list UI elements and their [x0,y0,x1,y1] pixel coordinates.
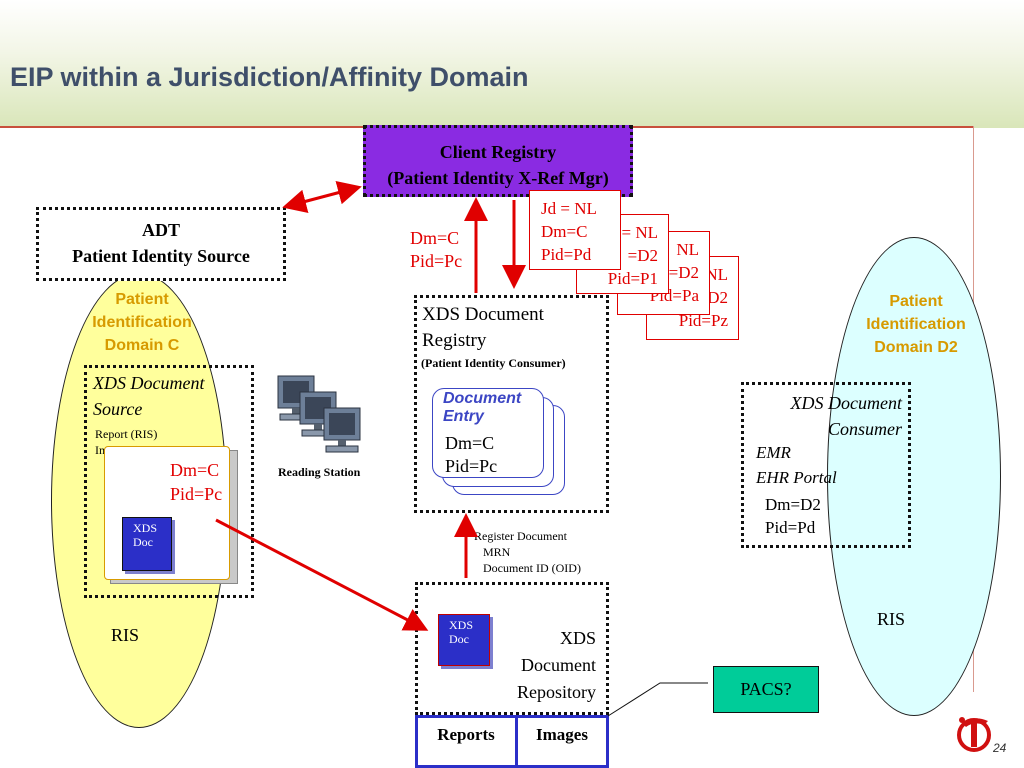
adt-box: ADT Patient Identity Source [36,207,286,281]
xds-repository-title: XDS Document Repository [486,625,596,706]
source-pid: Pid=Pc [170,484,223,504]
domain-d2-label-line: Identification [866,316,966,333]
xref-card-line: Pid=Pd [541,245,592,264]
xds-source-box [84,365,254,598]
pacs-label: PACS? [740,679,792,699]
xds-registry-title-line: XDS Document [422,304,544,325]
client-registry-line: Client Registry [439,142,557,162]
registry-entry-dm: Dm=C [445,433,495,453]
query-dm: Dm=C [410,228,460,248]
domain-d2-label: Patient Identification Domain D2 [836,290,996,359]
workstation-icon [323,407,361,453]
slide-title: EIP within a Jurisdiction/Affinity Domai… [10,62,529,92]
document-entry-label-line: Document [443,390,522,407]
register-document-line: Document ID (OID) [483,561,581,575]
repository-storage-divider [515,715,518,768]
adt-line: Patient Identity Source [72,246,250,266]
xds-source-title-line: XDS Document [93,373,205,393]
xref-card-line: Jd = NL [541,199,597,218]
domain-c-label-line: Patient [115,291,169,308]
source-xds-doc-line: XDS [133,521,158,535]
xref-card-line: NL [676,240,699,259]
images-cell: Images [536,725,588,744]
page-number: 24 [993,741,1007,755]
reports-cell: Reports [437,725,495,744]
xds-repository-title-line: Document [521,655,596,675]
xref-card-line: NL [705,265,728,284]
document-entry-label: Document Entry [443,390,521,426]
register-document-label: Register Document MRN Document ID (OID) [474,528,581,576]
source-dm: Dm=C [170,460,220,480]
domain-c-ris-label: RIS [111,625,140,645]
domain-d2-label-line: Patient [889,293,943,310]
xref-card-line: D2 [707,288,728,307]
consumer-system-ehr-portal: EHR Portal [756,468,837,487]
pacs-callout-line [607,682,708,717]
client-registry-line: (Patient Identity X-Ref Mgr) [387,168,609,188]
xds-repository-title-line: XDS [559,628,596,648]
registry-entry-pid: Pid=Pc [445,456,498,476]
xref-card-line: =D2 [668,263,699,282]
xds-consumer-box [741,382,911,548]
title-banner [0,0,1024,128]
consumer-system-emr: EMR [756,443,791,462]
consumer-dm: Dm=D2 [765,495,821,514]
xref-card-line: Pid=Pz [678,311,728,330]
register-document-line: MRN [483,545,511,559]
xref-card-line: = NL [621,223,659,242]
reading-station-label: Reading Station [278,465,361,479]
source-xds-doc-line: Doc [133,535,153,549]
xds-registry-title: XDS Document Registry [422,302,544,354]
domain-d2-label-line: Domain D2 [874,339,958,356]
xds-registry-subtitle: (Patient Identity Consumer) [421,356,566,370]
adt-line: ADT [141,220,180,240]
pacs-box: PACS? [713,666,819,713]
xds-registry-title-line: Registry [422,330,487,351]
domain-d2-ellipse [827,237,1001,716]
adt-registry-arrow [282,181,362,213]
document-entry-label-line: Entry [443,408,484,425]
consumer-pid: Pid=Pd [765,518,816,537]
xds-source-title-line: Source [93,399,143,419]
register-document-line: Register Document [474,529,567,543]
repository-storage-table [415,715,609,768]
source-xds-doc: XDS Doc [122,517,172,571]
repository-xds-doc: XDS Doc [438,614,490,666]
xref-card: Jd = NL Dm=C Pid=Pd [529,190,621,270]
xref-card-line: Pid=P1 [607,269,658,288]
domain-d2-ris-label: RIS [877,609,906,629]
repository-xds-doc-line: Doc [449,632,469,646]
domain-c-label-line: Domain C [104,337,180,354]
domain-c-label-line: Identification [92,314,192,331]
consumer-systems: EMR EHR Portal [756,440,837,490]
client-registry-box: Client Registry (Patient Identity X-Ref … [363,125,633,197]
xds-consumer-title-line: XDS Document [790,393,902,413]
reading-station-icon [277,375,361,453]
provide-document-arrow [215,518,429,631]
xds-source-title: XDS Document Source [93,370,204,422]
xds-source-report-label: Report (RIS) [95,427,158,441]
xref-card-line: =D2 [627,246,658,265]
xds-repository-title-line: Repository [517,682,596,702]
xds-consumer-title-line: Consumer [827,419,902,439]
xds-consumer-title: XDS Document Consumer [752,390,902,442]
repository-xds-doc-line: XDS [449,618,474,632]
document-entry-card [432,388,544,478]
domain-c-label: Patient Identification Domain C [62,288,222,357]
company-logo [957,717,991,752]
xref-card-line: Dm=C [541,222,588,241]
query-pid: Pid=Pc [410,251,463,271]
